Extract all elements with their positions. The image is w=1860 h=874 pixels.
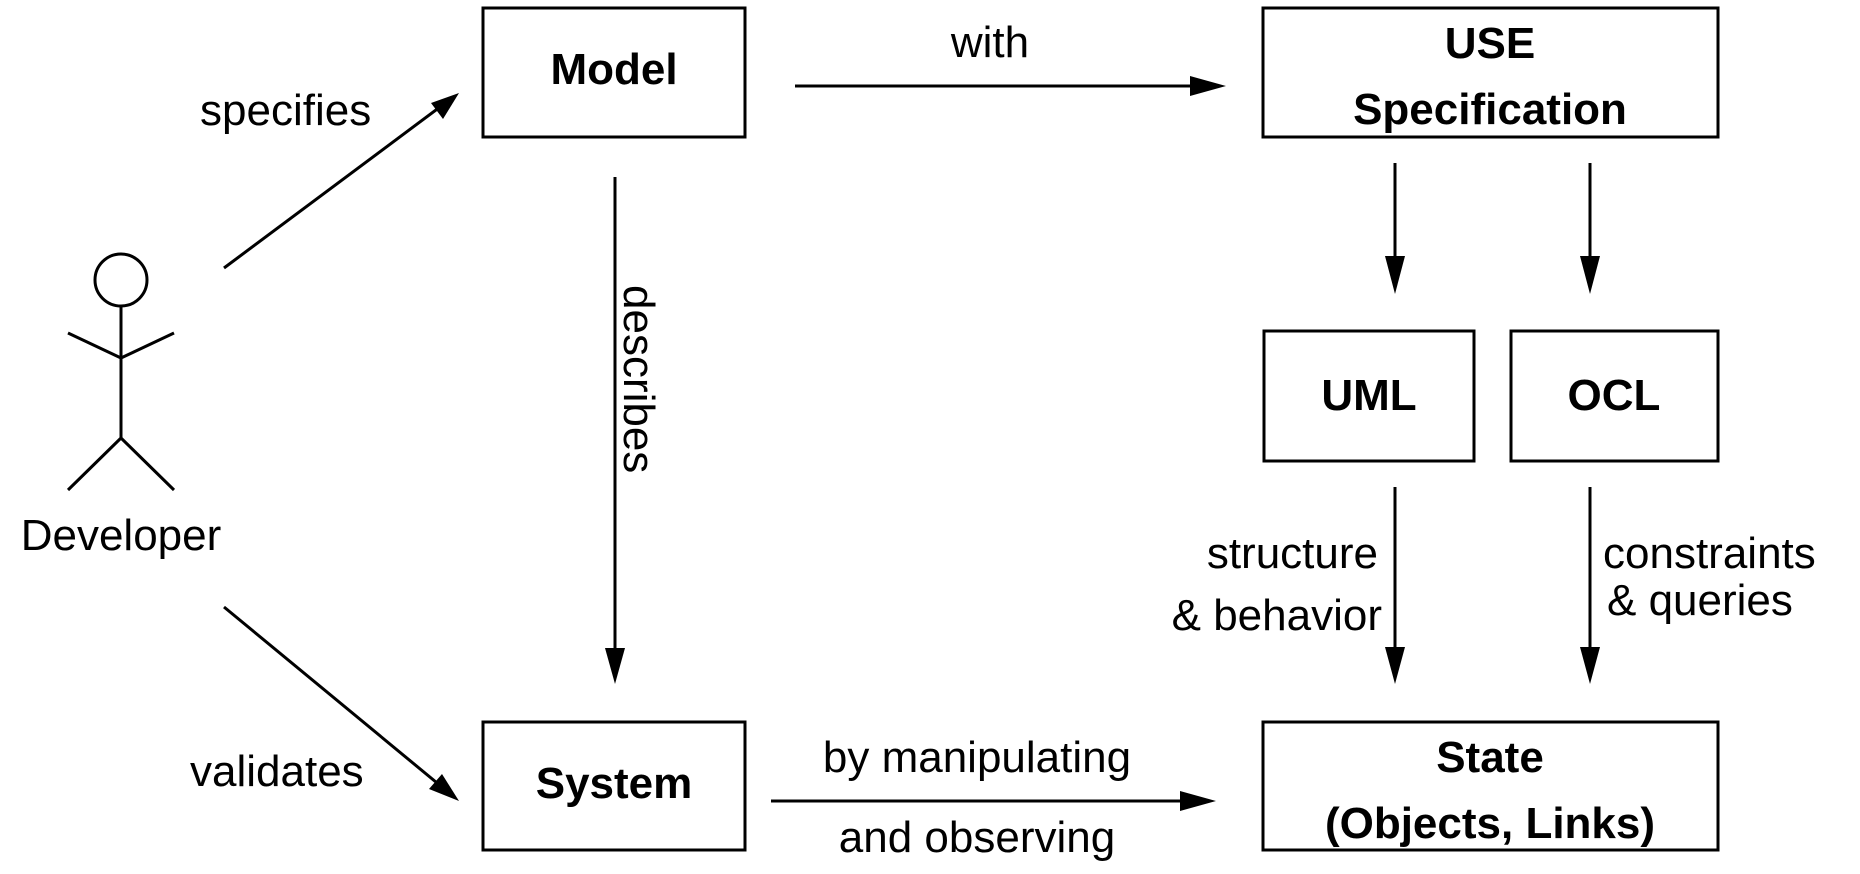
edge-ocl-to-state: constraints & queries: [1580, 487, 1816, 684]
actor-left-arm: [67, 331, 122, 360]
use-spec-label-line1: USE: [1445, 19, 1535, 68]
describes-label: describes: [614, 285, 663, 473]
model-label: Model: [550, 45, 677, 94]
actor-left-leg: [66, 436, 123, 492]
developer-actor: Developer: [21, 252, 222, 560]
structure-label: structure: [1207, 529, 1378, 578]
system-label: System: [536, 759, 693, 808]
with-label: with: [950, 18, 1029, 67]
edge-describes: describes: [605, 177, 663, 684]
manipulating-arrowhead: [1180, 791, 1216, 811]
ocl-label: OCL: [1568, 371, 1661, 420]
validates-label: validates: [190, 747, 364, 796]
spec-to-ocl-arrowhead: [1580, 256, 1600, 294]
and-behavior-label: & behavior: [1172, 591, 1382, 640]
validates-arrow-line: [223, 605, 449, 794]
ocl-to-state-arrowhead: [1580, 647, 1600, 684]
state-label-line2: (Objects, Links): [1325, 799, 1655, 848]
describes-arrowhead: [605, 648, 625, 684]
edge-manipulating: by manipulating and observing: [771, 733, 1216, 862]
constraints-label: constraints: [1603, 529, 1816, 578]
specifies-arrow-line: [223, 99, 449, 270]
validates-arrowhead: [429, 774, 459, 801]
edge-validates: validates: [190, 605, 459, 801]
uml-node: UML: [1262, 329, 1476, 463]
specifies-arrowhead: [431, 93, 459, 119]
edge-uml-to-state: structure & behavior: [1172, 487, 1405, 684]
spec-to-uml-arrowhead: [1385, 256, 1405, 294]
uml-to-state-arrowhead: [1385, 647, 1405, 684]
edge-spec-to-ocl: [1580, 163, 1600, 294]
with-arrowhead: [1190, 76, 1226, 96]
and-queries-label: & queries: [1607, 576, 1793, 625]
actor-right-leg: [119, 436, 176, 492]
uml-label: UML: [1321, 371, 1416, 420]
state-node: State (Objects, Links): [1261, 720, 1720, 852]
actor-right-arm: [120, 331, 175, 360]
edge-with: with: [795, 18, 1226, 96]
actor-head: [93, 252, 149, 308]
specifies-label: specifies: [200, 86, 371, 135]
edge-specifies: specifies: [200, 86, 459, 270]
by-manipulating-label: by manipulating: [823, 733, 1131, 782]
and-observing-label: and observing: [839, 813, 1115, 862]
use-specification-node: USE Specification: [1261, 6, 1720, 139]
state-label-line1: State: [1436, 733, 1544, 782]
model-node: Model: [481, 6, 747, 139]
developer-label: Developer: [21, 511, 222, 560]
use-spec-label-line2: Specification: [1353, 85, 1627, 134]
system-node: System: [481, 720, 747, 852]
ocl-node: OCL: [1509, 329, 1720, 463]
edge-spec-to-uml: [1385, 163, 1405, 294]
